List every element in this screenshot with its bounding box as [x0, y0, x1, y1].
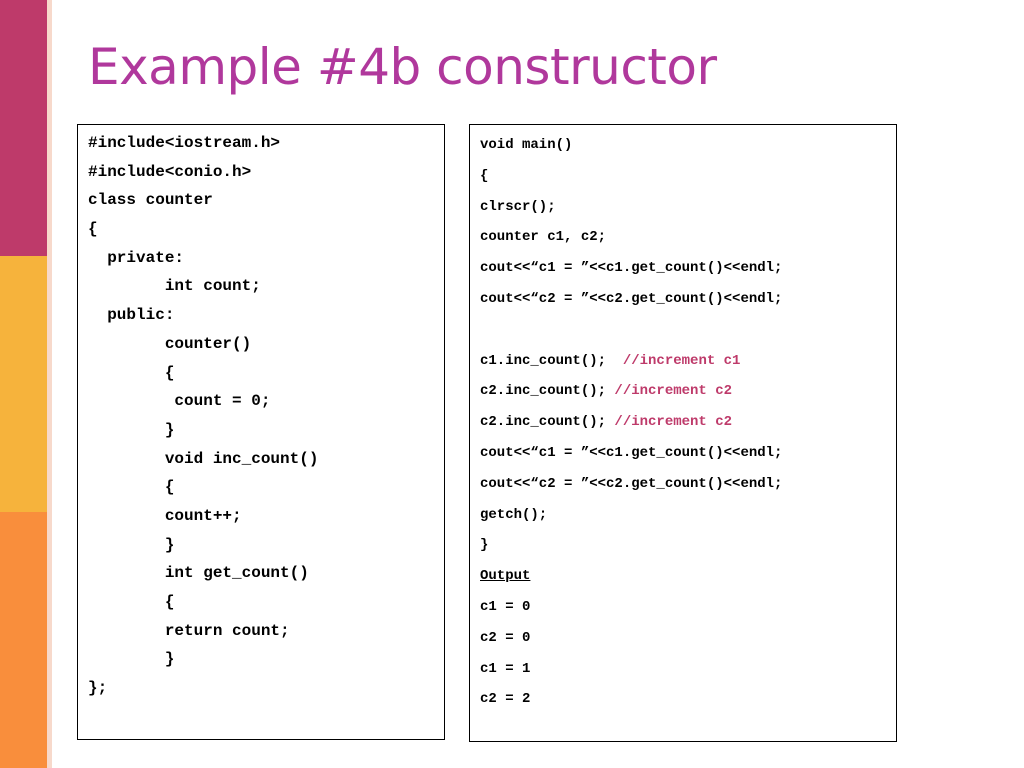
accent-band-orange [0, 512, 47, 768]
code-line: void inc_count() [88, 449, 319, 468]
code-line: class counter [88, 191, 213, 210]
output-line: c2 = 2 [480, 691, 531, 708]
code-line: count++; [88, 506, 242, 525]
output-line: c2 = 0 [480, 629, 531, 646]
output-label: Output [480, 568, 531, 585]
output-line: c1 = 0 [480, 598, 531, 615]
code-line: }; [88, 679, 108, 698]
slide-title: Example #4b constructor [88, 38, 717, 96]
code-text: counter c1, c2; [480, 229, 607, 246]
code-comment: //increment c2 [614, 383, 733, 400]
code-line: int get_count() [88, 564, 309, 583]
code-line: clrscr(); [480, 192, 896, 223]
class-code-box: #include<iostream.h> #include<conio.h> cla… [77, 124, 445, 740]
code-line: c2.inc_count(); //increment c2 [480, 407, 896, 438]
code-line: counter() [88, 334, 252, 353]
code-line: return count; [88, 621, 290, 640]
code-line: } [88, 650, 175, 669]
code-line: cout<<“c1 = ”<<c1.get_count()<<endl; [480, 438, 896, 469]
accent-band-divider [47, 0, 52, 768]
output-label-line: Output [480, 561, 896, 592]
code-line: #include<iostream.h> [88, 134, 281, 152]
code-comment: //increment c1 [622, 352, 741, 369]
code-text: c1.inc_count(); [480, 352, 623, 369]
code-text: { [480, 167, 489, 184]
output-line: c1 = 1 [480, 660, 531, 677]
accent-band-magenta [0, 0, 47, 256]
code-text: cout<<“c2 = ”<<c2.get_count()<<endl; [480, 290, 783, 307]
accent-band-yellow [0, 256, 47, 512]
code-text: c2.inc_count(); [480, 383, 615, 400]
code-line: { [480, 161, 896, 192]
code-line: } [480, 530, 896, 561]
code-line: c2.inc_count(); //increment c2 [480, 376, 896, 407]
code-comment: //increment c2 [614, 414, 733, 431]
code-line: cout<<“c2 = ”<<c2.get_count()<<endl; [480, 469, 896, 500]
code-line: cout<<“c2 = ”<<c2.get_count()<<endl; [480, 284, 896, 315]
code-line: { [88, 593, 175, 611]
code-text: cout<<“c1 = ”<<c1.get_count()<<endl; [480, 260, 783, 277]
code-text: clrscr(); [480, 198, 556, 215]
code-line: getch(); [480, 500, 896, 531]
code-line: count = 0; [88, 392, 271, 411]
code-line: counter c1, c2; [480, 222, 896, 253]
code-line: #include<conio.h> [88, 162, 252, 181]
code-text: void main() [480, 137, 573, 153]
code-text: c2.inc_count(); [480, 414, 615, 431]
code-text: } [480, 537, 489, 554]
code-line: } [88, 420, 175, 439]
code-line: cout<<“c1 = ”<<c1.get_count()<<endl; [480, 253, 896, 284]
code-text: cout<<“c2 = ”<<c2.get_count()<<endl; [480, 475, 783, 492]
code-line: { [88, 478, 175, 497]
code-line: c1.inc_count(); //increment c1 [480, 346, 896, 377]
code-line: private: [88, 248, 185, 267]
code-line: { [88, 363, 175, 382]
code-line: void main() [480, 130, 896, 161]
code-line [480, 315, 896, 346]
code-text: cout<<“c1 = ”<<c1.get_count()<<endl; [480, 444, 783, 461]
code-line: } [88, 535, 175, 554]
code-line: int count; [88, 277, 261, 296]
code-line: { [88, 220, 98, 239]
code-line: public: [88, 306, 175, 325]
code-text: getch(); [480, 506, 548, 523]
main-code-box: void main() { clrscr(); counter c1, c2; cout… [469, 124, 897, 742]
